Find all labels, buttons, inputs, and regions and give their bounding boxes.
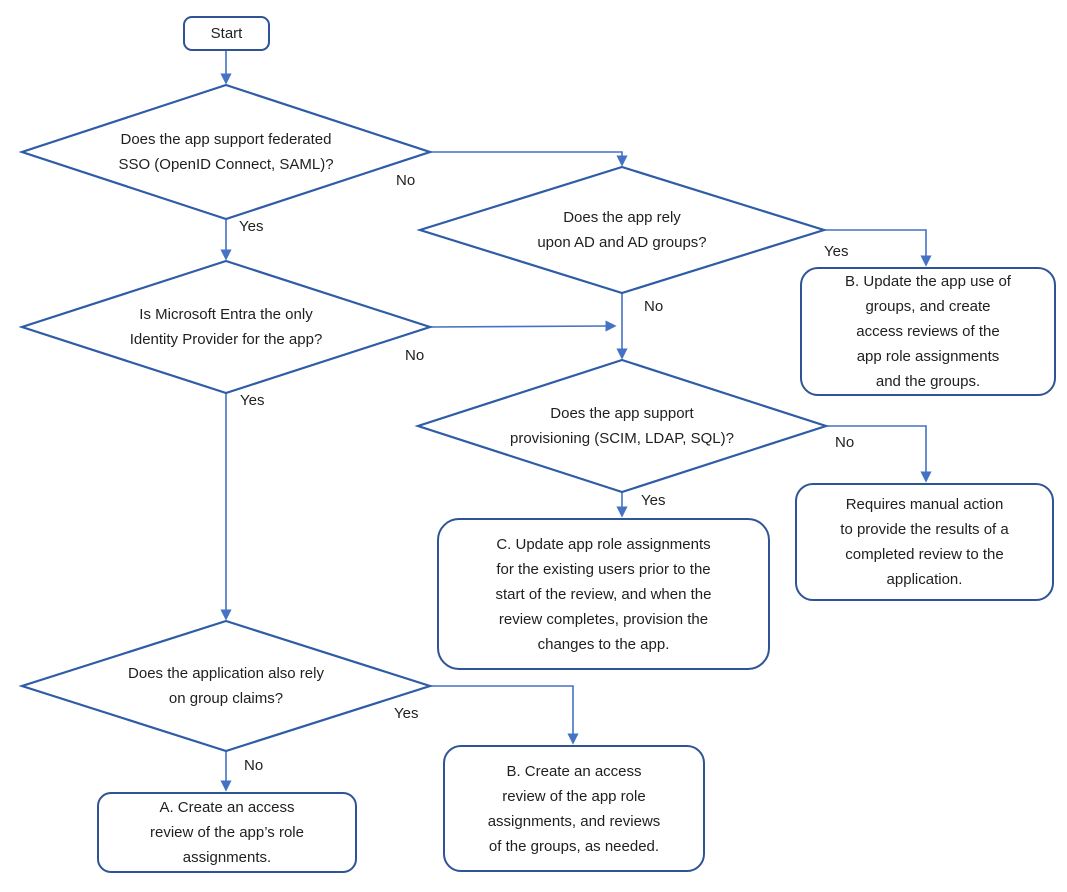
edge-label-claims-no: No [244, 757, 264, 774]
edge-prov-no-to-manual [826, 425, 932, 483]
decision-provisioning-label: Does the app support provisioning (SCIM,… [510, 405, 734, 447]
edge-label-sso-no: No [396, 172, 416, 189]
outcome-a-access-review: A. Create an access review of the app’s … [97, 792, 357, 873]
decision-group-claims-shape [18, 619, 434, 753]
start-node: Start [183, 16, 270, 51]
edge-entra-no-merge [429, 320, 617, 332]
edge-label-entra-no: No [405, 347, 425, 364]
edge-label-ad-yes: Yes [824, 243, 849, 260]
edge-label-prov-no: No [835, 434, 855, 451]
decision-group-claims-label: Does the application also rely on group … [128, 665, 324, 707]
edge-ad-yes-to-update-groups [824, 229, 932, 267]
outcome-b-update-groups: B. Update the app use of groups, and cre… [800, 267, 1056, 396]
edge-label-ad-no: No [644, 298, 664, 315]
edge-label-prov-yes: Yes [641, 492, 666, 509]
decision-sso-shape [18, 83, 434, 221]
outcome-c-update-roles: C. Update app role assignments for the e… [437, 518, 770, 670]
decision-sso-label: Does the app support federated SSO (Open… [118, 131, 334, 173]
edge-label-sso-yes: Yes [239, 218, 264, 235]
decision-provisioning-shape [414, 358, 830, 494]
start-label: Start [210, 25, 243, 42]
edge-label-claims-yes: Yes [394, 705, 419, 722]
edge-sso-no-to-ad [430, 151, 628, 167]
outcome-manual-action: Requires manual action to provide the re… [795, 483, 1054, 601]
edge-claims-yes-to-review-b [430, 685, 579, 745]
outcome-b-access-review: B. Create an access review of the app ro… [443, 745, 705, 872]
decision-entra-idp-shape [18, 259, 434, 395]
decision-entra-idp-label: Is Microsoft Entra the only Identity Pro… [129, 306, 323, 348]
decision-ad-groups-label: Does the app rely upon AD and AD groups? [537, 209, 707, 251]
edge-label-entra-yes: Yes [240, 392, 265, 409]
decision-ad-groups-shape [416, 165, 828, 295]
